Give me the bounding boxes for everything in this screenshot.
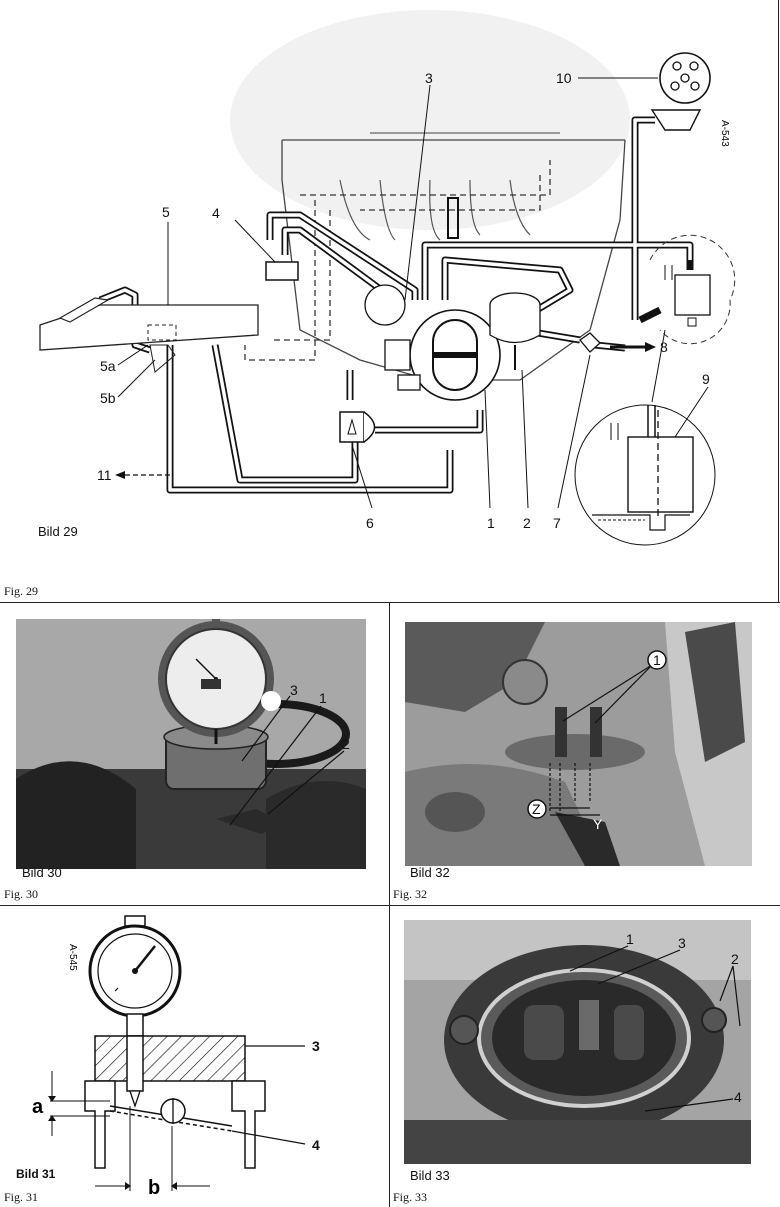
right-border-top [778, 0, 779, 603]
fig-32-caption: Fig. 32 [393, 887, 428, 901]
dial-gauge-photo [16, 619, 366, 869]
label-1: 1 [319, 690, 327, 706]
label-6: 6 [366, 515, 374, 531]
label-4: 4 [312, 1137, 320, 1153]
dimension-b: b [148, 1177, 160, 1199]
label-z: Z [532, 801, 541, 817]
label-5b: 5b [100, 390, 116, 406]
label-3: 3 [678, 935, 686, 951]
figure-code: A-543 [719, 120, 730, 147]
label-y: Y [593, 816, 603, 832]
figure-32: 1 Z Y Bild 32 Fig. 32 [390, 603, 780, 905]
label-5: 5 [162, 204, 170, 220]
label-3: 3 [312, 1038, 320, 1054]
figure-30: 3 1 2 Bild 30 Fig. 30 [0, 603, 389, 905]
fig-29-caption: Fig. 29 [4, 584, 39, 598]
bild-30-caption: Bild 30 [22, 865, 62, 880]
label-2: 2 [342, 736, 350, 752]
label-1: 1 [653, 652, 661, 668]
label-11: 11 [97, 467, 112, 483]
label-1: 1 [487, 515, 495, 531]
label-2: 2 [731, 951, 739, 967]
figure-31: 3 4 a b A-545 Bild 31 Fig. 31 [0, 906, 389, 1207]
label-2: 2 [523, 515, 531, 531]
dimension-a: a [32, 1096, 44, 1118]
label-3: 3 [425, 70, 433, 86]
figure-code: A-545 [67, 944, 78, 971]
fig-31-caption: Fig. 31 [4, 1190, 39, 1204]
label-3: 3 [290, 682, 298, 698]
carburetor-hose-schematic: 3 4 5 5a 5b 6 1 2 7 8 9 10 11 A-543 [39, 10, 736, 546]
vertical-divider [389, 602, 390, 1207]
dial-gauge-measurement-drawing: 3 4 a b A-545 [32, 915, 320, 1199]
bild-29-caption: Bild 29 [38, 524, 78, 539]
figure-33: 1 3 2 4 Bild 33 Fig. 33 [390, 906, 780, 1207]
carburetor-top-photo [404, 920, 751, 1164]
bild-33-caption: Bild 33 [410, 1168, 450, 1183]
label-4: 4 [212, 205, 220, 221]
horizontal-divider-middle [0, 905, 780, 906]
label-4: 4 [734, 1089, 742, 1105]
fig-30-caption: Fig. 30 [4, 887, 39, 901]
bild-31-caption: Bild 31 [16, 1167, 56, 1181]
label-1: 1 [626, 931, 634, 947]
fig-33-caption: Fig. 33 [393, 1190, 428, 1204]
bild-32-caption: Bild 32 [410, 865, 450, 880]
label-8: 8 [660, 339, 668, 355]
carburetor-linkage-photo [405, 622, 752, 866]
figure-29-diagram: 3 4 5 5a 5b 6 1 2 7 8 9 10 11 A-543 Bild… [0, 0, 778, 602]
label-10: 10 [556, 70, 572, 86]
label-7: 7 [553, 515, 561, 531]
label-5a: 5a [100, 358, 116, 374]
horizontal-divider-top [0, 602, 780, 603]
label-9: 9 [702, 371, 710, 387]
